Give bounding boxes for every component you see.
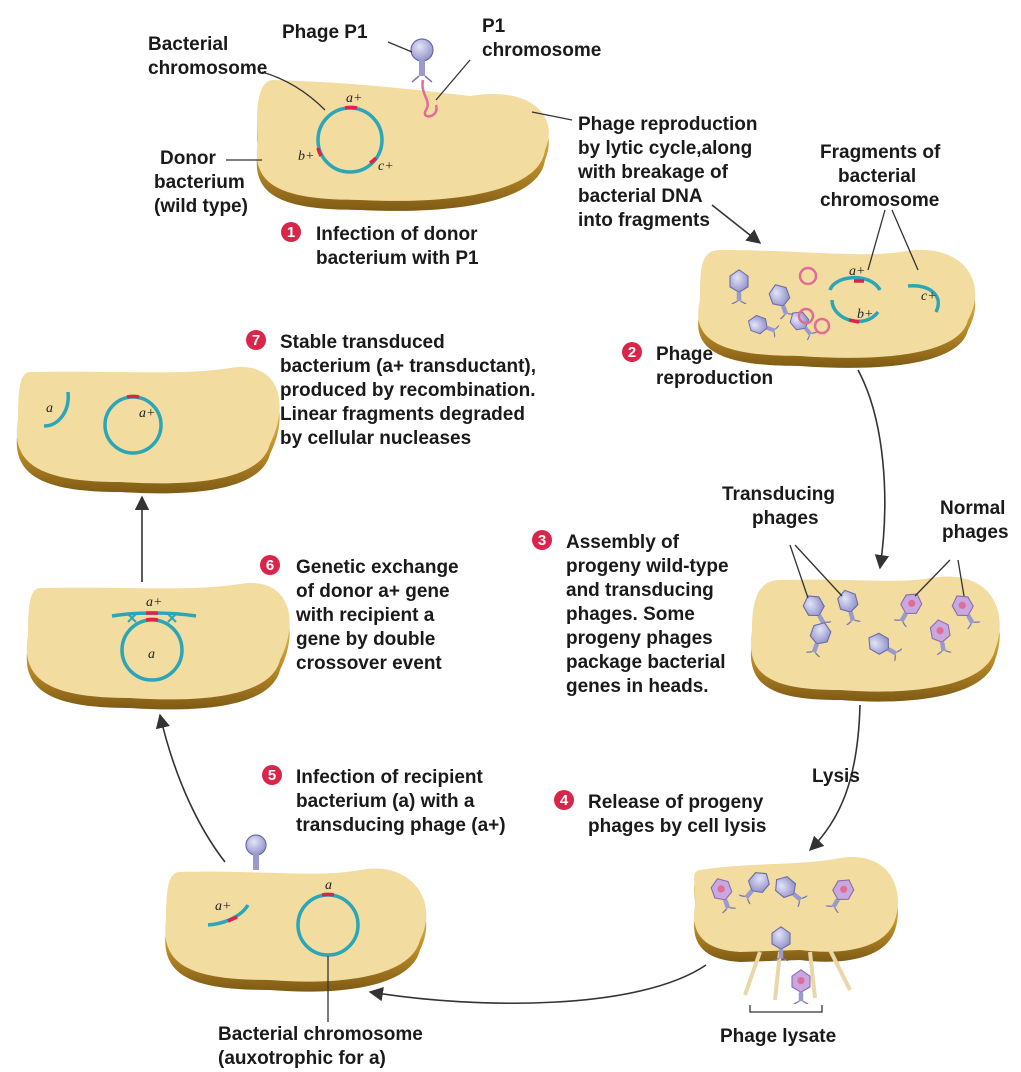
- arrow-5-to-6: [160, 715, 225, 862]
- label-fragments-1: Fragments of: [820, 142, 941, 163]
- arrow-4-to-5: [370, 965, 706, 1003]
- gene-b-plus: b+: [298, 149, 314, 164]
- step-3: 3 Assembly of progeny wild-type and tran…: [532, 530, 729, 697]
- frag-gene-b-plus: b+: [857, 307, 873, 322]
- step-4-line-2: phages by cell lysis: [588, 816, 766, 837]
- step-6-line-2: of donor a+ gene: [296, 581, 450, 602]
- label-lysis: Lysis: [812, 766, 860, 787]
- label-fragments-3: chromosome: [820, 190, 939, 211]
- step-number: 6: [266, 557, 274, 574]
- phage-p1-icon: [411, 39, 433, 82]
- step-1-line-2: bacterium with P1: [316, 248, 479, 269]
- fragment-gene-a-plus: a+: [215, 899, 231, 914]
- step-1-line-1: Infection of donor: [316, 224, 478, 245]
- step-5: 5 Infection of recipient bacterium (a) w…: [262, 765, 506, 836]
- step-5-line-2: bacterium (a) with a: [296, 791, 475, 812]
- gene-a: a: [325, 878, 332, 893]
- step-3-line-7: genes in heads.: [566, 676, 709, 697]
- step-number: 1: [287, 224, 295, 241]
- recipient-gene-a: a: [148, 647, 155, 662]
- degraded-fragment-gene-a: a: [46, 401, 53, 416]
- step-3-line-2: progeny wild-type: [566, 556, 729, 577]
- step-6: 6 Genetic exchange of donor a+ gene with…: [260, 555, 459, 674]
- lysing-cell: [694, 857, 898, 1012]
- step-7-line-1: Stable transduced: [280, 332, 445, 353]
- step-3-line-5: progeny phages: [566, 628, 713, 649]
- reproduction-cell: a+ b+ c+: [698, 250, 975, 368]
- step-2-line-2: reproduction: [656, 368, 773, 389]
- step-7-line-2: bacterium (a+ transductant),: [280, 356, 536, 377]
- normal-phage-icon: [792, 970, 810, 1004]
- assembly-cell: [751, 577, 1000, 702]
- step-7-line-3: produced by recombination.: [280, 380, 535, 401]
- step-3-line-6: package bacterial: [566, 652, 725, 673]
- donor-gene-a-plus: a+: [146, 595, 162, 610]
- step-number: 2: [628, 344, 636, 361]
- recipient-cell: a a+: [165, 868, 426, 991]
- label-donor-1: Donor: [160, 148, 217, 169]
- step-6-line-4: gene by double: [296, 629, 435, 650]
- label-p1-chromosome-1: P1: [482, 16, 506, 37]
- frag-gene-c-plus: c+: [921, 289, 937, 304]
- step-7: 7 Stable transduced bacterium (a+ transd…: [246, 330, 536, 449]
- label-recipient-chromosome-2: (auxotrophic for a): [218, 1048, 386, 1069]
- label-fragments-2: bacterial: [838, 166, 916, 187]
- label-recipient-chromosome-1: Bacterial chromosome: [218, 1024, 423, 1045]
- step-4: 4 Release of progeny phages by cell lysi…: [554, 790, 766, 837]
- label-normal-1: Normal: [940, 498, 1005, 519]
- label-lytic-3: with breakage of: [577, 162, 729, 183]
- step-3-line-1: Assembly of: [566, 532, 680, 553]
- label-donor-2: bacterium: [154, 172, 245, 193]
- step-3-line-4: phages. Some: [566, 604, 695, 625]
- arrow-2-to-3: [858, 370, 885, 568]
- step-6-line-5: crossover event: [296, 653, 442, 674]
- label-lytic-5: into fragments: [578, 210, 710, 231]
- step-7-line-5: by cellular nucleases: [280, 428, 471, 449]
- label-transducing-1: Transducing: [722, 484, 835, 505]
- step-number: 7: [252, 332, 260, 349]
- step-5-line-1: Infection of recipient: [296, 767, 484, 788]
- leader-phage-p1: [388, 42, 412, 52]
- step-1: 1 Infection of donor bacterium with P1: [281, 222, 479, 269]
- step-number: 4: [560, 792, 569, 809]
- label-lytic-4: bacterial DNA: [578, 186, 703, 207]
- step-6-line-1: Genetic exchange: [296, 557, 459, 578]
- injecting-phage-icon: [246, 835, 266, 870]
- label-donor-3: (wild type): [154, 196, 248, 217]
- label-lytic-2: by lytic cycle,along: [578, 138, 752, 159]
- step-4-line-1: Release of progeny: [588, 792, 764, 813]
- arrow-1-to-2: [712, 205, 760, 243]
- step-2-line-1: Phage: [656, 344, 713, 365]
- step-5-line-3: transducing phage (a+): [296, 815, 506, 836]
- step-7-line-4: Linear fragments degraded: [280, 404, 525, 425]
- label-phage-lysate: Phage lysate: [720, 1026, 836, 1047]
- label-bacterial-chromosome-2: chromosome: [148, 58, 267, 79]
- label-bacterial-chromosome-1: Bacterial: [148, 34, 228, 55]
- step-3-line-3: and transducing: [566, 580, 714, 601]
- lysate-bracket: [750, 1005, 822, 1012]
- label-lytic-1: Phage reproduction: [578, 114, 757, 135]
- step-number: 5: [268, 767, 276, 784]
- step-number: 3: [538, 532, 546, 549]
- frag-gene-a-plus: a+: [849, 264, 865, 279]
- label-p1-chromosome-2: chromosome: [482, 40, 601, 61]
- gene-a-plus: a+: [346, 91, 362, 106]
- transductant-cell: a+ a: [17, 367, 280, 493]
- label-normal-2: phages: [942, 522, 1009, 543]
- label-transducing-2: phages: [752, 508, 819, 529]
- donor-cell: a+ b+ c+: [257, 80, 549, 211]
- transductant-gene-a-plus: a+: [139, 406, 155, 421]
- crossover-cell: a+ a: [27, 583, 290, 709]
- gene-c-plus: c+: [378, 159, 394, 174]
- step-6-line-3: with recipient a: [295, 605, 435, 626]
- label-phage-p1: Phage P1: [282, 22, 368, 43]
